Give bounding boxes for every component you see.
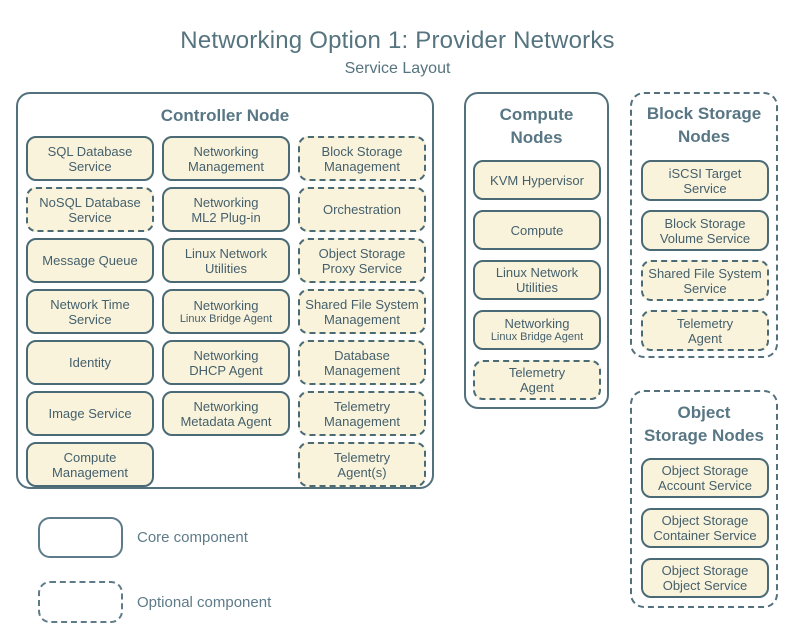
legend-core-row: Core component [38, 517, 248, 558]
service-shared-file-system-management: Shared File System Management [298, 289, 426, 334]
service-network-time-service: Network Time Service [26, 289, 154, 334]
service-label: Networking [504, 316, 570, 331]
service-orchestration: Orchestration [298, 187, 426, 232]
service-object-storage-account-service: Object Storage Account Service [641, 458, 769, 498]
block-storage-nodes-title: Block Storage Nodes [646, 104, 762, 146]
service-image-service: Image Service [26, 391, 154, 436]
service-nosql-database-service: NoSQL Database Service [26, 187, 154, 232]
controller-node-title: Controller Node [160, 106, 290, 125]
service-message-queue: Message Queue [26, 238, 154, 283]
service-label: Compute Management [52, 449, 128, 480]
service-networking-dhcp-agent: Networking DHCP Agent [162, 340, 290, 385]
service-sql-database-service: SQL Database Service [26, 136, 154, 181]
service-compute: Compute [473, 210, 601, 250]
service-label: Object Storage Account Service [658, 463, 752, 493]
service-label: Identity [69, 355, 111, 370]
service-label: Telemetry Agent [676, 315, 734, 346]
service-label: Linux Network Utilities [495, 265, 579, 295]
service-label: Compute [510, 222, 564, 238]
service-shared-file-system-service: Shared File System Service [641, 260, 769, 301]
service-database-management: Database Management [298, 340, 426, 385]
service-sublabel: Linux Bridge Agent [490, 331, 584, 343]
block-storage-nodes-group: Block Storage Nodes iSCSI Target Service… [630, 92, 778, 358]
controller-node-services: SQL Database Service Networking Managemen… [26, 136, 426, 487]
service-block-storage-management: Block Storage Management [298, 136, 426, 181]
service-label: KVM Hypervisor [490, 172, 584, 188]
service-telemetry-agent: Telemetry Agent [641, 310, 769, 351]
service-identity: Identity [26, 340, 154, 385]
service-object-storage-object-service: Object Storage Object Service [641, 558, 769, 598]
service-label: Networking [193, 297, 259, 313]
service-compute-management: Compute Management [26, 442, 154, 487]
service-label: Shared File System Management [305, 296, 419, 327]
service-label: Database Management [324, 347, 400, 378]
service-networking-management: Networking Management [162, 136, 290, 181]
service-label: Object Storage Proxy Service [318, 245, 406, 276]
service-object-storage-proxy-service: Object Storage Proxy Service [298, 238, 426, 283]
service-label: Block Storage Volume Service [659, 215, 751, 246]
service-telemetry-agent-s: Telemetry Agent(s) [298, 442, 426, 487]
service-label: Linux Network Utilities [184, 245, 268, 276]
service-label: Telemetry Agent(s) [333, 449, 391, 480]
service-label: Network Time Service [50, 296, 130, 327]
service-linux-network-utilities: Linux Network Utilities [162, 238, 290, 283]
page-subtitle: Service Layout [344, 60, 451, 77]
service-label: Block Storage Management [321, 143, 403, 174]
service-telemetry-agent: Telemetry Agent [473, 360, 601, 400]
core-component-label: Core component [137, 529, 248, 546]
service-object-storage-container-service: Object Storage Container Service [641, 508, 769, 548]
service-iscsi-target-service: iSCSI Target Service [641, 160, 769, 201]
service-networking-ml2-plug-in: Networking ML2 Plug-in [162, 187, 290, 232]
service-kvm-hypervisor: KVM Hypervisor [473, 160, 601, 200]
service-label: Telemetry Management [324, 398, 400, 429]
object-storage-nodes-group: Object Storage Nodes Object Storage Acco… [630, 390, 778, 608]
service-label: Telemetry Agent [508, 365, 566, 395]
service-label: Object Storage Container Service [653, 513, 757, 543]
service-label: Image Service [48, 406, 132, 421]
service-label: Orchestration [322, 202, 402, 217]
service-label: Networking Metadata Agent [180, 398, 272, 429]
page-title: Networking Option 1: Provider Networks [180, 27, 615, 54]
compute-nodes-title: Compute Nodes [499, 105, 574, 147]
service-telemetry-management: Telemetry Management [298, 391, 426, 436]
service-networking-metadata-agent: Networking Metadata Agent [162, 391, 290, 436]
legend-optional-row: Optional component [38, 581, 271, 623]
object-storage-nodes-title: Object Storage Nodes [644, 403, 764, 445]
optional-component-label: Optional component [137, 593, 272, 611]
service-linux-network-utilities: Linux Network Utilities [473, 260, 601, 300]
service-label: Shared File System Service [648, 265, 762, 296]
optional-component-swatch [38, 581, 123, 623]
service-label: SQL Database Service [47, 143, 133, 174]
service-label: Object Storage Object Service [661, 563, 749, 593]
service-label: iSCSI Target Service [668, 165, 742, 196]
service-block-storage-volume-service: Block Storage Volume Service [641, 210, 769, 251]
service-label: Networking ML2 Plug-in [191, 194, 261, 225]
service-label: Networking DHCP Agent [189, 347, 263, 378]
service-label: Message Queue [42, 253, 138, 268]
service-label: Networking Management [188, 143, 264, 174]
core-component-swatch [38, 517, 123, 558]
service-sublabel: Linux Bridge Agent [179, 312, 273, 325]
service-label: NoSQL Database Service [39, 194, 141, 225]
